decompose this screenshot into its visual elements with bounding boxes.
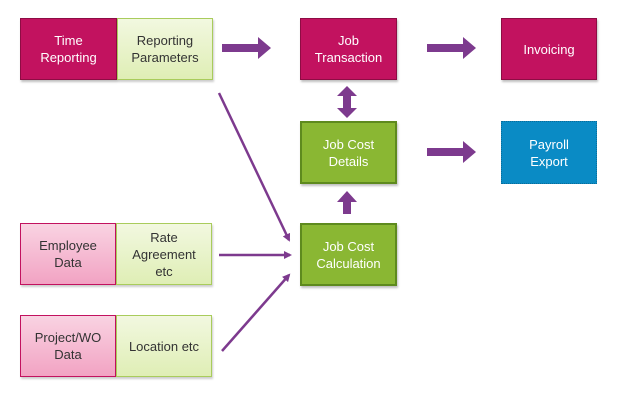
node-project-wo-data: Project/WO Data [20, 315, 116, 377]
arrow-location-to-calculation [221, 273, 291, 352]
arrow-transaction-details-bidirectional [337, 86, 357, 118]
node-payroll-export: Payroll Export [501, 121, 597, 184]
arrow-details-to-payroll [427, 141, 476, 163]
node-invoicing: Invoicing [501, 18, 597, 80]
arrow-calculation-to-details [337, 191, 357, 214]
node-rate-agreement: Rate Agreement etc [116, 223, 212, 285]
arrow-params-to-calculation [217, 92, 291, 242]
node-location: Location etc [116, 315, 212, 377]
node-time-reporting: Time Reporting [20, 18, 117, 80]
arrow-transaction-to-invoicing [427, 37, 476, 59]
node-job-transaction: Job Transaction [300, 18, 397, 80]
node-employee-data: Employee Data [20, 223, 116, 285]
node-reporting-parameters: Reporting Parameters [117, 18, 213, 80]
node-job-cost-calculation: Job Cost Calculation [300, 223, 397, 286]
node-job-cost-details: Job Cost Details [300, 121, 397, 184]
arrow-params-to-transaction [222, 37, 271, 59]
